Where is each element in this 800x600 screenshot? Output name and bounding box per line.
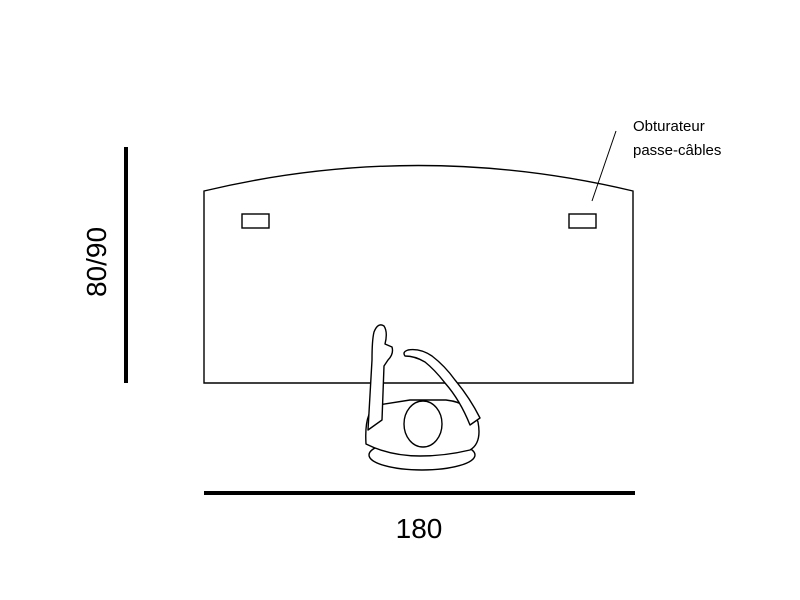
person-left-arm (367, 324, 394, 431)
seated-person-figure (365, 324, 481, 471)
person-right-arm (403, 348, 481, 426)
callout-line-1: Obturateur (633, 118, 705, 135)
cable-grommet-left (241, 213, 270, 229)
cable-grommet-right (568, 213, 597, 229)
depth-dimension-label: 80/90 (81, 227, 112, 297)
callout-label: Obturateur passe-câbles (633, 118, 721, 159)
person-head (403, 400, 443, 448)
width-dimension-label: 180 (396, 513, 443, 544)
callout-line-2: passe-câbles (633, 142, 721, 159)
desk-top (203, 164, 634, 384)
callout-leader-line (591, 130, 617, 202)
